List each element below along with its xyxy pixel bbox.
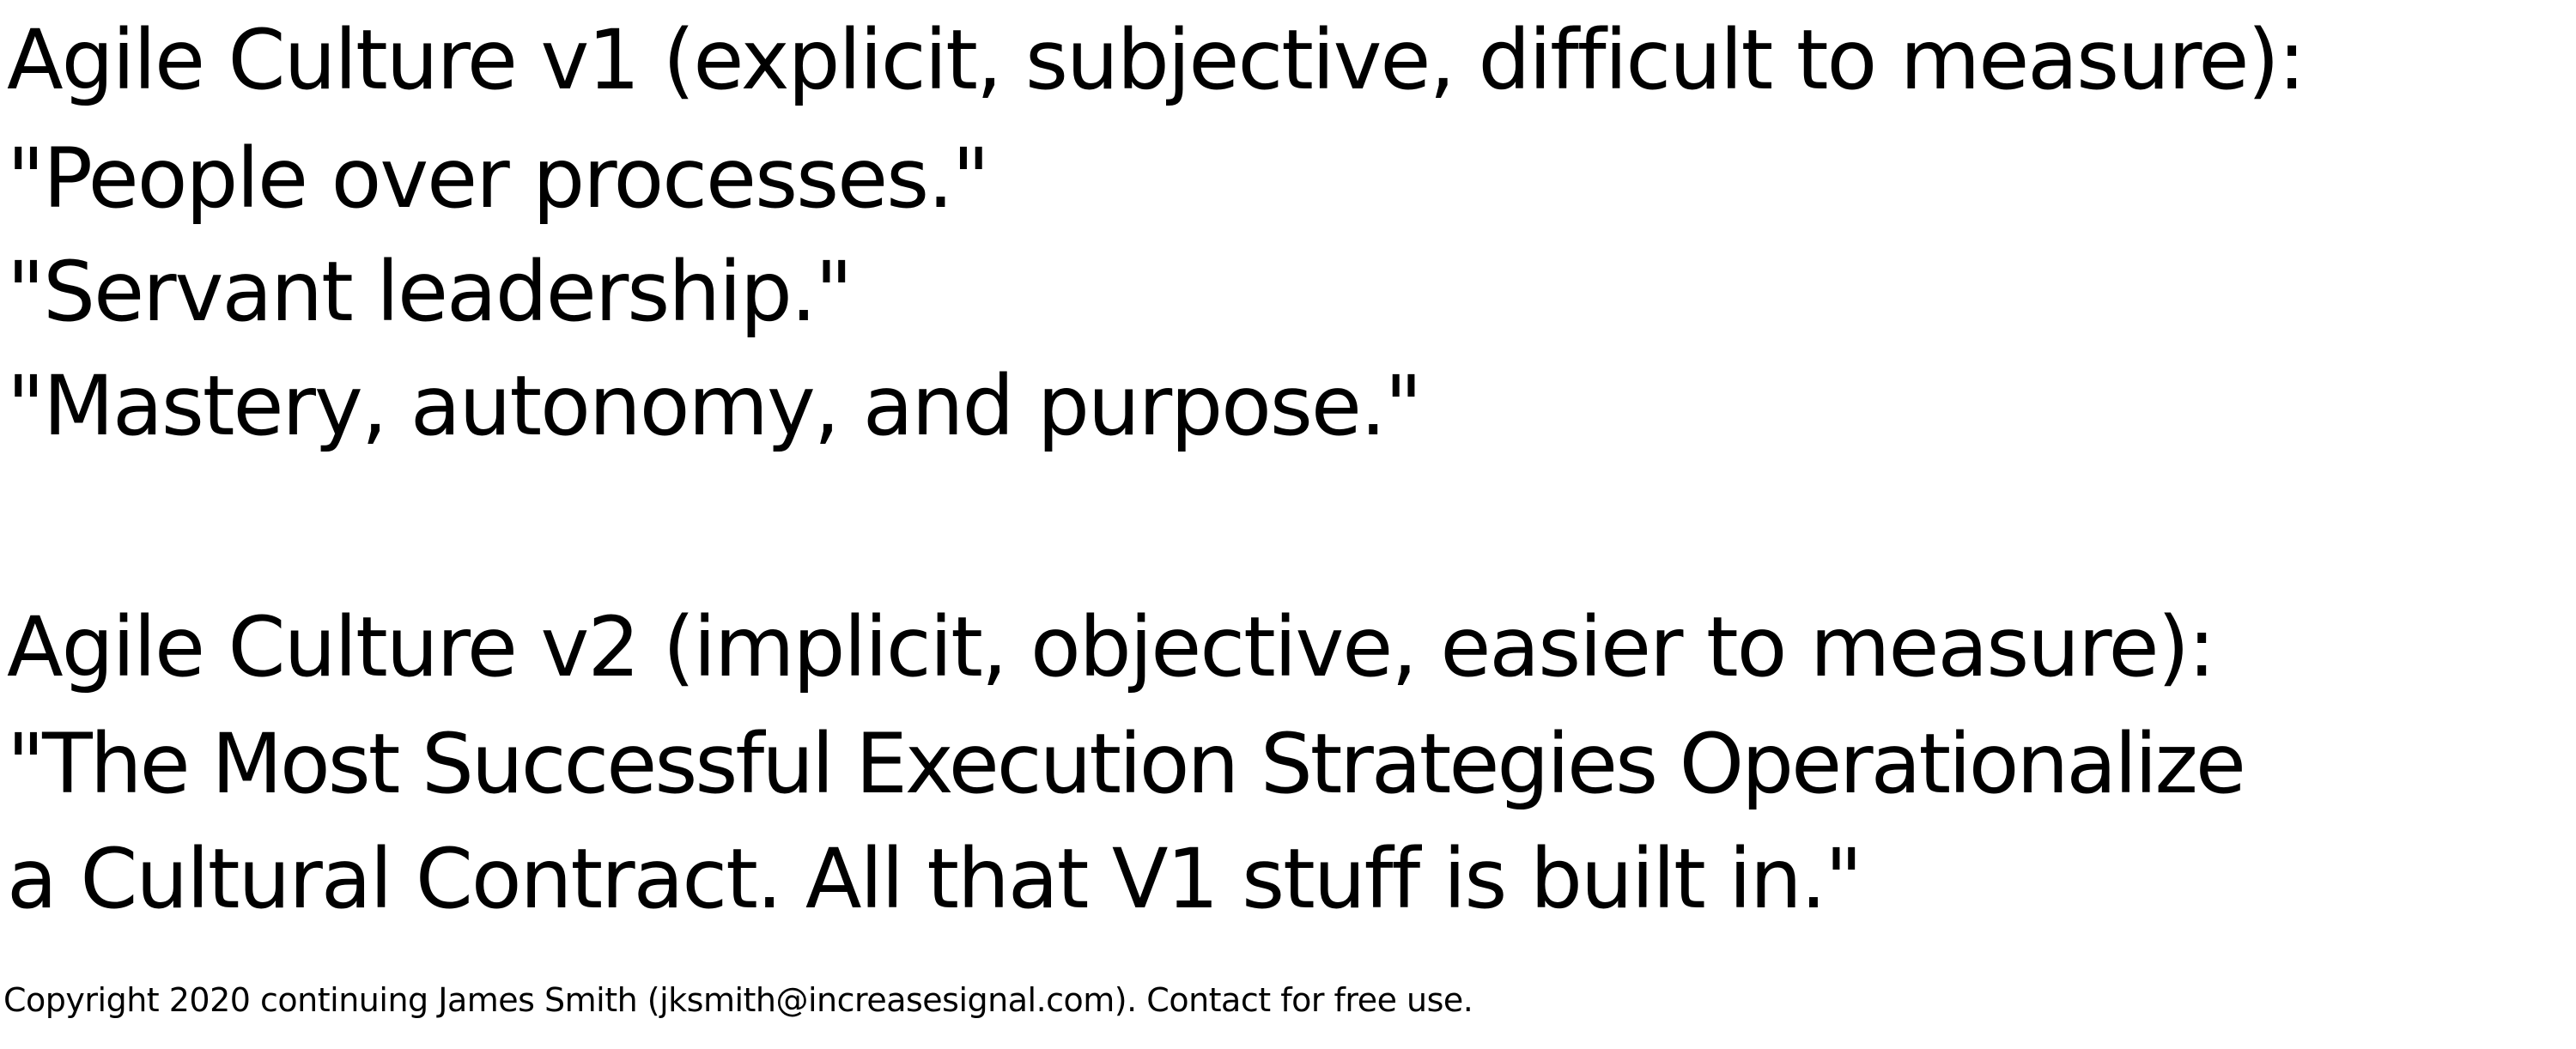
v1-quote-2: "Servant leadership." xyxy=(7,244,853,340)
v1-quote-1: "People over processes." xyxy=(7,130,990,227)
v2-quote-line-2: a Cultural Contract. All that V1 stuff i… xyxy=(7,831,1862,927)
v1-heading: Agile Culture v1 (explicit, subjective, … xyxy=(7,12,2306,108)
v2-quote-line-1: "The Most Successful Execution Strategie… xyxy=(7,716,2246,812)
v2-heading: Agile Culture v2 (implicit, objective, e… xyxy=(7,599,2215,695)
v1-quote-3: "Mastery, autonomy, and purpose." xyxy=(7,358,1423,454)
copyright-notice: Copyright 2020 continuing James Smith (j… xyxy=(3,981,1473,1019)
